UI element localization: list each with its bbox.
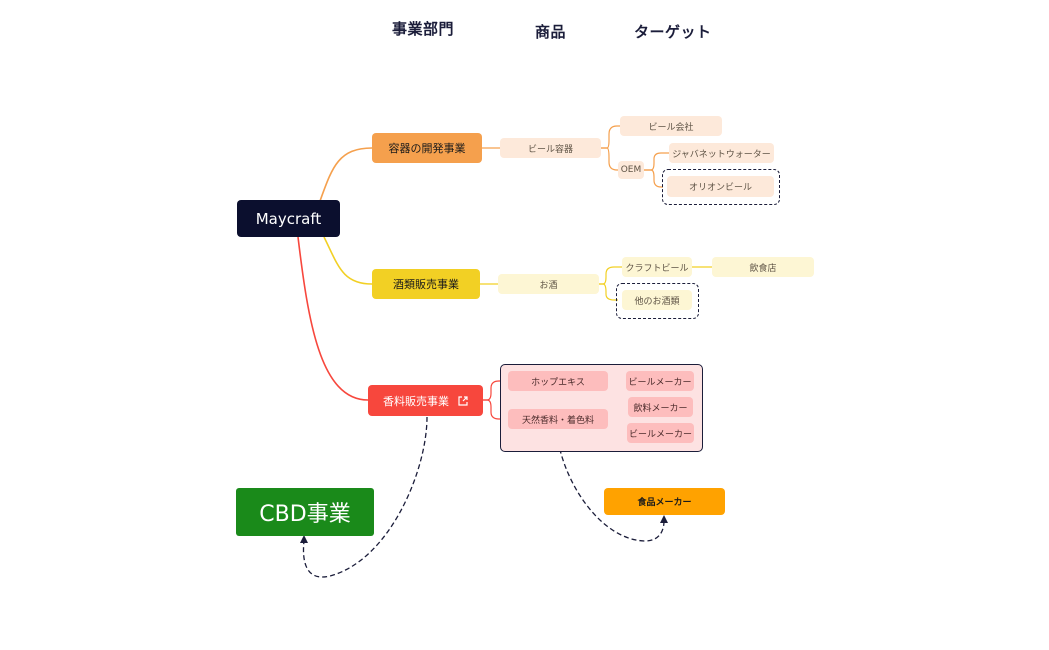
drink-maker-node[interactable]: 飲料メーカー — [628, 397, 693, 417]
alcohol-node[interactable]: お酒 — [498, 274, 599, 294]
orion-beer-label: オリオンビール — [688, 183, 752, 193]
other-liquor-highlight-frame — [616, 283, 699, 319]
javanet-water-node[interactable]: ジャバネットウォーター — [669, 143, 774, 163]
header-product: 商品 — [535, 23, 567, 41]
food-maker-node[interactable]: 食品メーカー — [604, 488, 725, 515]
external-link-icon[interactable] — [458, 395, 468, 406]
alcohol-label: お酒 — [539, 280, 558, 291]
beer-maker-node-1[interactable]: ビールメーカー — [626, 371, 694, 391]
beer-company-label: ビール会社 — [648, 122, 694, 133]
natural-flavor-node[interactable]: 天然香料・着色料 — [508, 409, 608, 429]
other-liquor-node[interactable]: 他のお酒類 — [622, 290, 692, 310]
restaurant-label: 飲食店 — [749, 263, 777, 274]
beer-container-label: ビール容器 — [527, 144, 573, 155]
oem-label: OEM — [620, 165, 642, 175]
restaurant-node[interactable]: 飲食店 — [712, 257, 814, 277]
cbd-business-label: CBD事業 — [259, 502, 351, 527]
header-division: 事業部門 — [392, 20, 455, 38]
oem-node[interactable]: OEM — [618, 161, 644, 179]
header-target: ターゲット — [634, 23, 712, 41]
craft-beer-node[interactable]: クラフトビール — [622, 257, 692, 277]
craft-beer-label: クラフトビール — [625, 263, 689, 274]
root-node[interactable]: Maycraft — [237, 200, 340, 237]
other-liquor-label: 他のお酒類 — [634, 296, 680, 307]
container-division-node[interactable]: 容器の開発事業 — [372, 133, 482, 163]
beer-maker-node-2[interactable]: ビールメーカー — [627, 423, 694, 443]
flavor-division-label: 香料販売事業 — [383, 394, 449, 408]
beer-maker-label-1: ビールメーカー — [628, 377, 692, 388]
beer-company-node[interactable]: ビール会社 — [620, 116, 722, 136]
root-label: Maycraft — [255, 209, 322, 228]
flavor-division-node[interactable]: 香料販売事業 — [368, 385, 483, 416]
beer-maker-label-2: ビールメーカー — [628, 429, 692, 440]
hop-extract-node[interactable]: ホップエキス — [508, 371, 608, 391]
drink-maker-label: 飲料メーカー — [633, 403, 688, 414]
cbd-business-node[interactable]: CBD事業 — [236, 488, 374, 536]
food-maker-label: 食品メーカー — [637, 498, 692, 508]
beer-container-node[interactable]: ビール容器 — [500, 138, 601, 158]
liquor-division-label: 酒類販売事業 — [393, 278, 459, 291]
liquor-division-node[interactable]: 酒類販売事業 — [372, 269, 480, 299]
javanet-water-label: ジャバネットウォーター — [672, 149, 771, 160]
container-division-label: 容器の開発事業 — [388, 142, 466, 155]
hop-extract-label: ホップエキス — [531, 377, 585, 388]
orion-beer-node[interactable]: オリオンビール — [667, 176, 774, 197]
natural-flavor-label: 天然香料・着色料 — [521, 415, 594, 426]
orion-highlight-frame — [662, 169, 780, 205]
